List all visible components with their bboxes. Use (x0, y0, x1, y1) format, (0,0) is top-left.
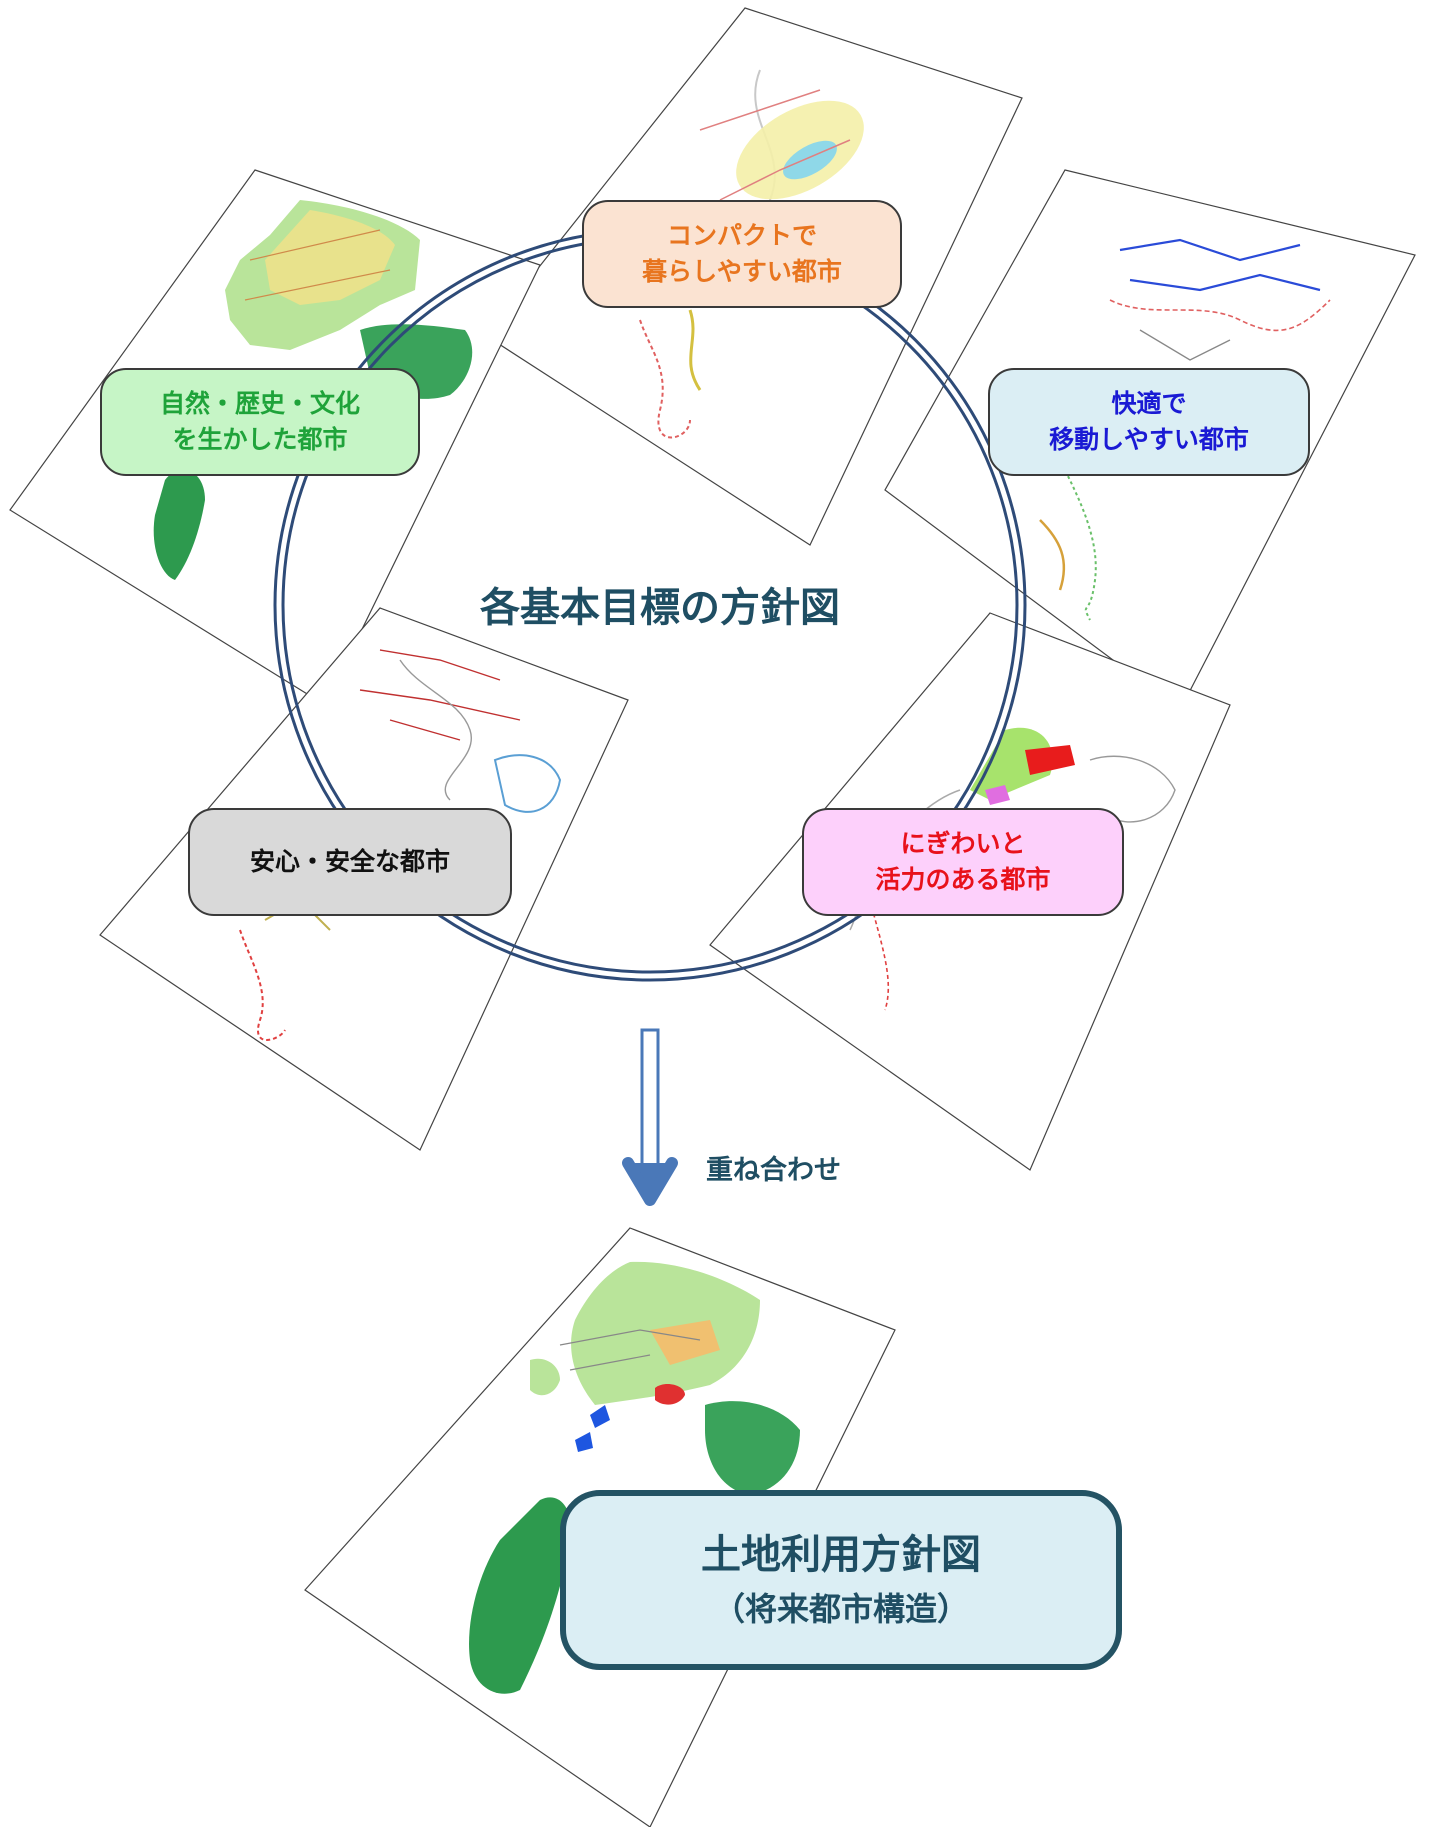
goal-compact-line1: コンパクトで (666, 221, 817, 250)
goal-nature-line2: を生かした都市 (172, 425, 348, 454)
goal-box-compact-livable: コンパクトで 暮らしやすい都市 (582, 200, 902, 308)
goal-mobility-line1: 快適で (1111, 389, 1187, 418)
land-use-title: 土地利用方針図 (701, 1532, 981, 1578)
goal-mobility-line2: 移動しやすい都市 (1049, 425, 1249, 454)
goal-safety-line1: 安心・安全な都市 (249, 847, 450, 876)
goal-box-safety: 安心・安全な都市 (188, 808, 512, 916)
goal-vitality-line1: にぎわいと (900, 829, 1026, 858)
land-use-subtitle: （将来都市構造） (712, 1590, 969, 1628)
land-use-policy-box: 土地利用方針図 （将来都市構造） (560, 1490, 1122, 1670)
overlay-arrow (622, 1028, 678, 1206)
goal-compact-line2: 暮らしやすい都市 (642, 257, 842, 286)
goal-box-vitality: にぎわいと 活力のある都市 (802, 808, 1124, 916)
goal-vitality-line2: 活力のある都市 (875, 865, 1051, 894)
overlay-label: 重ね合わせ (706, 1155, 841, 1186)
goal-box-mobility: 快適で 移動しやすい都市 (988, 368, 1310, 476)
goal-nature-line1: 自然・歴史・文化 (159, 389, 360, 418)
goal-box-nature-history-culture: 自然・歴史・文化 を生かした都市 (100, 368, 420, 476)
center-title: 各基本目標の方針図 (480, 585, 840, 631)
